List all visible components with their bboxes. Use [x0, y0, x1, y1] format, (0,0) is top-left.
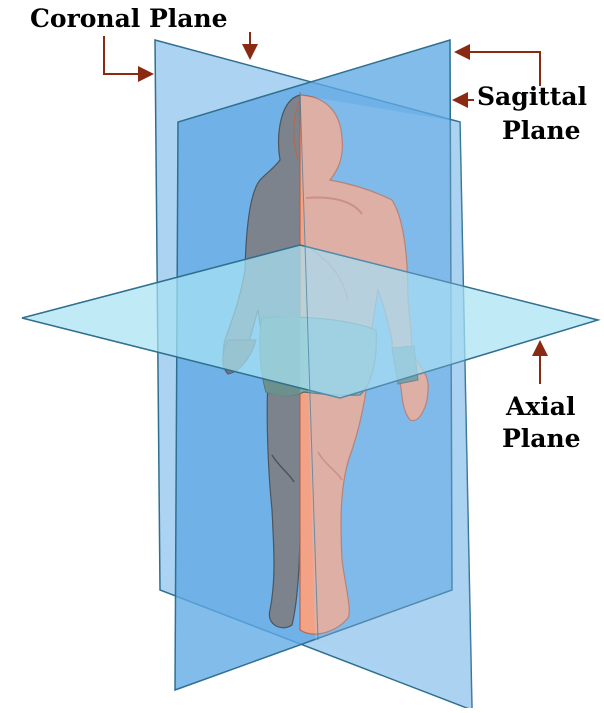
- sagittal-plane-front: [300, 95, 472, 708]
- axial-plane-label-line1: Axial: [506, 394, 576, 419]
- sagittal-plane-label-line2: Plane: [502, 118, 581, 143]
- coronal-plane-label: Coronal Plane: [30, 6, 228, 31]
- axial-plane-label-line2: Plane: [502, 426, 581, 451]
- sagittal-arrow-top: [458, 52, 540, 86]
- sagittal-plane-label-line1: Sagittal: [477, 84, 587, 109]
- coronal-arrow-left: [104, 36, 150, 74]
